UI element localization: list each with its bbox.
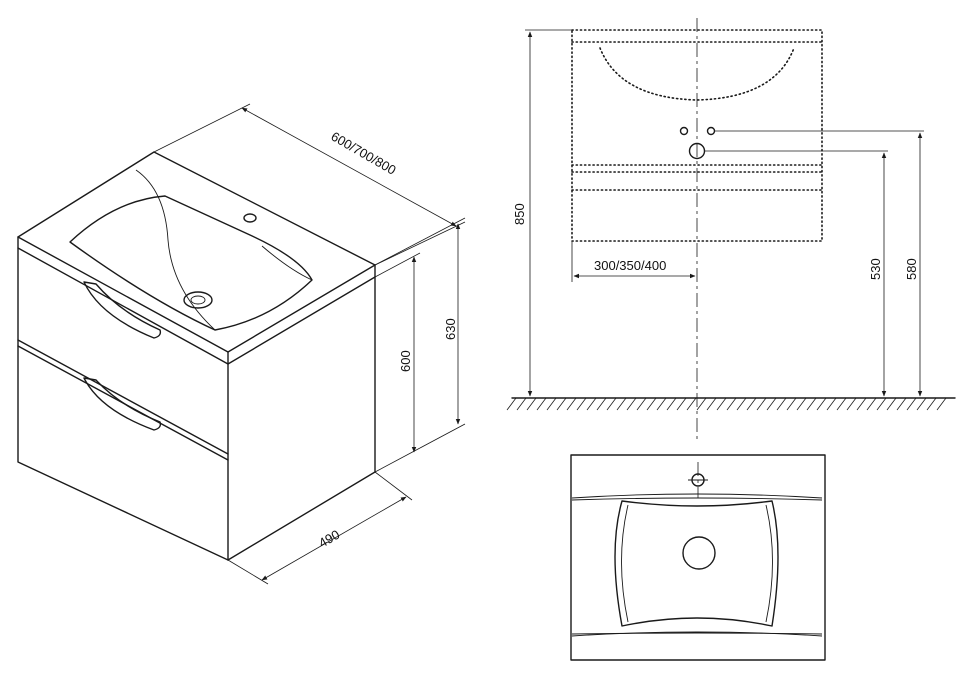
hatch-line: [836, 397, 847, 411]
supply-height-label: 580: [904, 258, 919, 280]
countertop-edge: [17, 236, 376, 365]
hatch-line: [916, 397, 927, 411]
hatch-line: [566, 397, 577, 411]
hatch-line: [936, 397, 947, 411]
cabinet-front-face: [17, 247, 229, 561]
hatch-line: [556, 397, 567, 411]
hatch-line: [586, 397, 597, 411]
drain-offset-label: 300/350/400: [594, 258, 666, 273]
hatch-line: [596, 397, 607, 411]
hatch-line: [656, 397, 667, 411]
hatch-line: [646, 397, 657, 411]
hatch-line: [756, 397, 767, 411]
hatch-line: [626, 397, 637, 411]
hatch-line: [616, 397, 627, 411]
hatch-line: [716, 397, 727, 411]
hatch-line: [696, 397, 707, 411]
hatch-line: [686, 397, 697, 411]
lower-drawer-handle: [83, 377, 162, 431]
hatch-line: [926, 397, 937, 411]
drain-height-label: 530: [868, 258, 883, 280]
supply-hole-left: [679, 126, 689, 136]
hatch-line: [546, 397, 557, 411]
hatch-line: [516, 397, 527, 411]
hatch-line: [856, 397, 867, 411]
cabinet-outline-dotted: [571, 29, 823, 242]
total-height-label: 630: [443, 318, 458, 340]
top-view-drain: [682, 536, 716, 570]
hatch-line: [606, 397, 617, 411]
hatch-line: [736, 397, 747, 411]
top-view-basin: [614, 500, 779, 627]
hatch-line: [726, 397, 737, 411]
tap-hole: [243, 213, 257, 223]
hatch-line: [506, 397, 517, 411]
hatch-line: [866, 397, 877, 411]
hatch-line: [846, 397, 857, 411]
body-height-label: 600: [398, 350, 413, 372]
hatch-line: [576, 397, 587, 411]
hatch-line: [906, 397, 917, 411]
hatch-line: [526, 397, 537, 411]
hatch-line: [536, 397, 547, 411]
isometric-cabinet-view: 600/700/800 490 600 630: [17, 103, 466, 585]
top-view-outline: [570, 454, 826, 661]
hatch-line: [896, 397, 907, 411]
basin-rim: [69, 195, 313, 331]
hatch-line: [766, 397, 777, 411]
hatch-line: [886, 397, 897, 411]
hatch-line: [636, 397, 647, 411]
hatch-line: [826, 397, 837, 411]
hatch-line: [746, 397, 757, 411]
countertop-outline: [17, 151, 376, 353]
hatch-line: [876, 397, 887, 411]
hatch-line: [706, 397, 717, 411]
front-elevation-view: 850 300/350/400 530 580: [506, 18, 956, 440]
hatch-line: [816, 397, 827, 411]
upper-drawer-handle: [83, 281, 162, 339]
mount-height-label: 850: [512, 203, 527, 225]
hatch-line: [786, 397, 797, 411]
hatch-line: [676, 397, 687, 411]
hatch-line: [776, 397, 787, 411]
hatch-line: [666, 397, 677, 411]
supply-hole-right: [706, 126, 716, 136]
floor-hatching: [506, 397, 947, 411]
drawer-divider: [17, 339, 229, 461]
basin-drain: [183, 291, 213, 309]
top-plan-view: [570, 454, 826, 661]
width-dimension-label: 600/700/800: [329, 129, 399, 178]
hatch-line: [796, 397, 807, 411]
hatch-line: [806, 397, 817, 411]
